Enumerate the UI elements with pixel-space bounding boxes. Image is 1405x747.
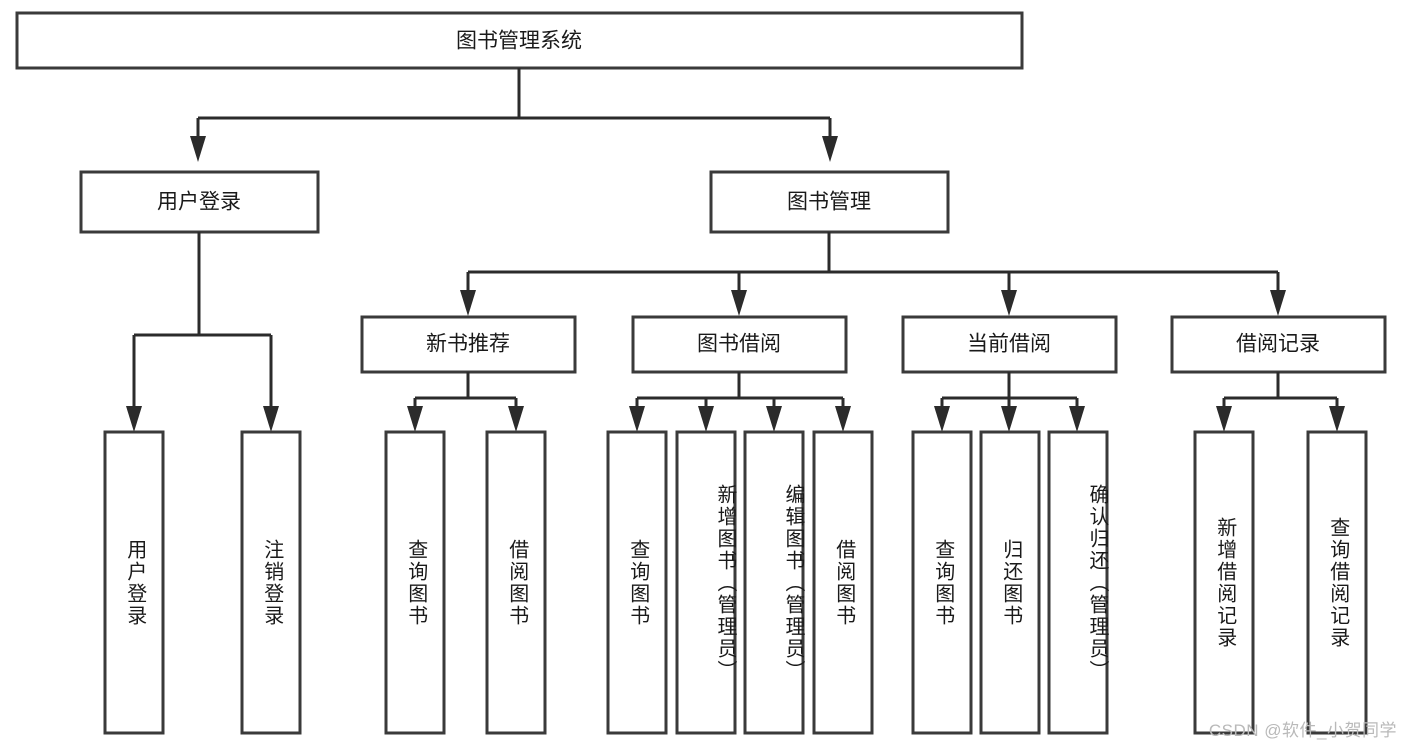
leaf-box-query-book-3[interactable] [911,430,973,735]
node-book-borrow-box[interactable] [631,315,848,374]
node-book-borrow[interactable]: 图书借阅 [631,315,848,374]
leaf-box-edit-book[interactable] [743,430,805,735]
arrow-leaf-add-book [698,406,714,432]
node-book-borrow-label: 图书借阅 [697,333,781,356]
node-user-login[interactable]: 用户登录 [79,170,320,234]
node-book-management-box[interactable] [709,170,950,234]
arrow-leaf-logout [263,406,279,432]
node-book-management[interactable]: 图书管理 [709,170,950,234]
leaf-box-borrow-book-1[interactable] [485,430,547,735]
arrow-leaf-return-book [1001,406,1017,432]
node-borrow-record-label: 借阅记录 [1236,333,1320,356]
node-current-borrow-box[interactable] [901,315,1118,374]
csdn-watermark: CSDN @软件_小贺同学 [1208,721,1397,740]
node-new-book-recommend-box[interactable] [360,315,577,374]
node-borrow-record-box[interactable] [1170,315,1387,374]
arrow-leaf-borrow-book-2 [835,406,851,432]
node-current-borrow[interactable]: 当前借阅 [901,315,1118,374]
leaf-box-query-book-2[interactable] [606,430,668,735]
leaf-box-add-book[interactable] [675,430,737,735]
leaf-box-user-login[interactable] [103,430,165,735]
arrow-to-book-management [822,136,838,162]
node-root-box[interactable] [15,11,1024,70]
arrow-leaf-edit-book [766,406,782,432]
arrow-to-current-borrow [1001,290,1017,316]
node-new-book-recommend-label: 新书推荐 [426,333,510,356]
leaf-box-query-book-1[interactable] [384,430,446,735]
arrow-leaf-borrow-book-1 [508,406,524,432]
arrow-leaf-query-record [1329,406,1345,432]
node-new-book-recommend[interactable]: 新书推荐 [360,315,577,374]
arrow-to-book-borrow [731,290,747,316]
leaf-box-confirm-return[interactable] [1047,430,1109,735]
node-user-login-label: 用户登录 [157,191,241,214]
node-borrow-record[interactable]: 借阅记录 [1170,315,1387,374]
arrow-to-borrow-record [1270,290,1286,316]
leaf-box-logout[interactable] [240,430,302,735]
leaf-box-return-book[interactable] [979,430,1041,735]
node-root[interactable]: 图书管理系统 [15,11,1024,70]
arrow-to-new-book-recommend [460,290,476,316]
arrow-leaf-user-login [126,406,142,432]
leaf-box-add-record[interactable] [1193,430,1255,735]
leaf-box-borrow-book-2[interactable] [812,430,874,735]
arrow-leaf-add-record [1216,406,1232,432]
arrow-to-user-login [190,136,206,162]
node-current-borrow-label: 当前借阅 [967,333,1051,356]
leaf-box-query-record[interactable] [1306,430,1368,735]
arrow-leaf-query-book-3 [934,406,950,432]
arrow-leaf-query-book-1 [407,406,423,432]
node-book-management-label: 图书管理 [787,191,871,214]
node-root-label: 图书管理系统 [456,30,582,53]
arrow-leaf-confirm-return [1069,406,1085,432]
arrow-leaf-query-book-2 [629,406,645,432]
